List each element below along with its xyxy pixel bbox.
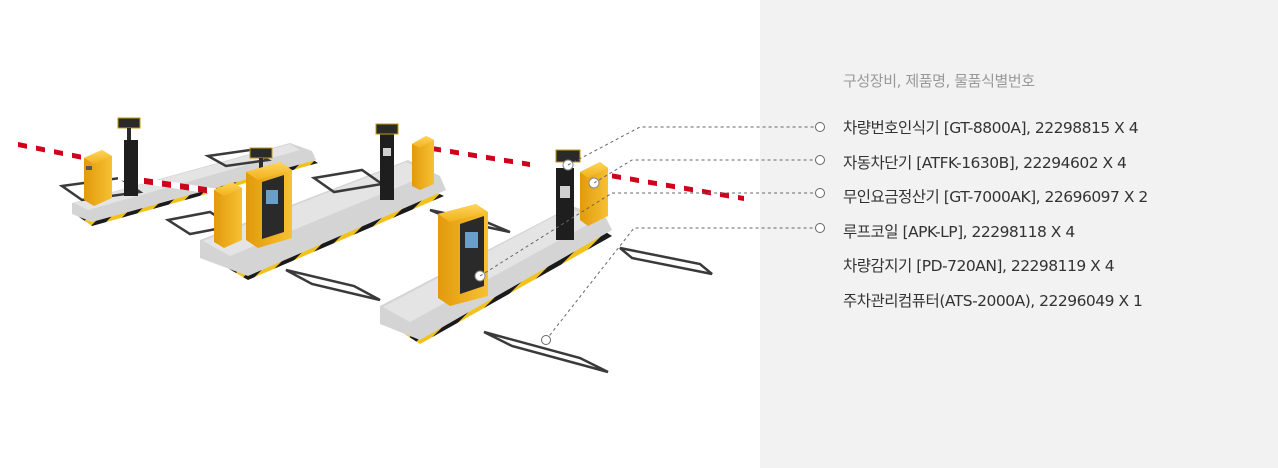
equipment-list: 차량번호인식기 [GT-8800A], 22298815 X 4 자동차단기 […: [843, 116, 1148, 323]
equipment-item-payment-kiosk: 무인요금정산기 [GT-7000AK], 22696097 X 2: [843, 188, 1148, 206]
equipment-panel: [760, 0, 1278, 468]
payment-kiosk: [246, 162, 292, 248]
leader-dot: [815, 122, 825, 132]
equipment-item-vehicle-detector: 차량감지기 [PD-720AN], 22298119 X 4: [843, 257, 1115, 275]
barrier-gate: [214, 182, 242, 248]
leader-lines: [479, 126, 818, 341]
leader-line-loop: [545, 227, 818, 341]
equipment-item-loop-coil: 루프코일 [APK-LP], 22298118 X 4: [843, 222, 1075, 241]
equipment-item-barrier: 자동차단기 [ATFK-1630B], 22294602 X 4: [843, 153, 1127, 172]
barrier-arms: [18, 142, 744, 201]
lpr-camera: [117, 117, 141, 196]
barrier-gate: [84, 150, 112, 206]
lpr-camera: [249, 147, 273, 168]
leader-line-barrier: [593, 159, 818, 184]
equipment-item-parking-computer: 주차관리컴퓨터(ATS-2000A), 22296049 X 1: [843, 291, 1143, 310]
leader-endpoints: [541, 122, 825, 345]
equipment-heading: 구성장비, 제품명, 물품식별번호: [843, 72, 1035, 90]
lpr-camera: [555, 149, 581, 240]
leader-dot: [815, 223, 825, 233]
leader-dot: [541, 335, 551, 345]
leader-dot: [815, 188, 825, 198]
loop-coils: [58, 148, 713, 374]
leader-dot: [815, 155, 825, 165]
payment-kiosk: [438, 204, 488, 306]
lpr-camera: [375, 123, 399, 200]
leader-line-lpr: [567, 126, 818, 166]
barrier-gate: [412, 136, 434, 190]
equipment-item-lpr: 차량번호인식기 [GT-8800A], 22298815 X 4: [843, 119, 1139, 137]
barrier-gate: [580, 162, 608, 226]
